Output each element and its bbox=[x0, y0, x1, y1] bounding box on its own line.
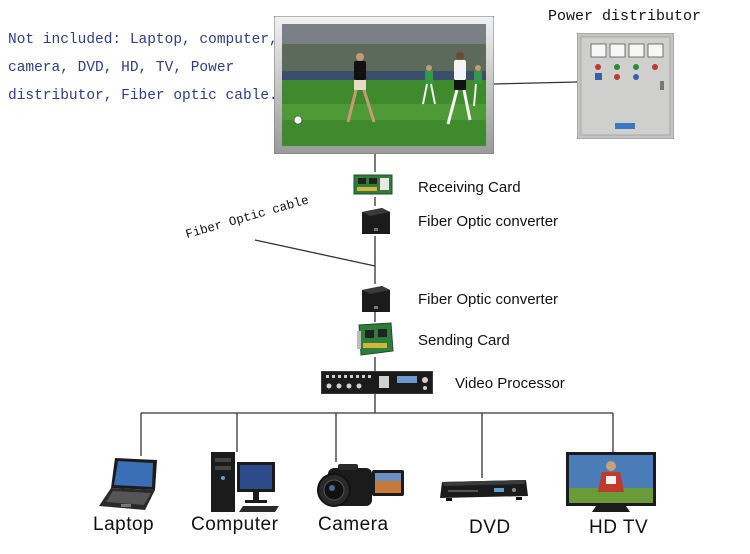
sending-card-image bbox=[357, 322, 394, 356]
receiving-card-image bbox=[353, 174, 393, 195]
dvd-player-image bbox=[440, 480, 528, 501]
power-distributor-cabinet bbox=[577, 33, 674, 139]
computer-image bbox=[211, 452, 279, 512]
note-line-3: distributor, Fiber optic cable. bbox=[8, 88, 278, 104]
not-included-note: Not included: Laptop, computer, camera, … bbox=[8, 26, 278, 110]
video-processor-label: Video Processor bbox=[455, 375, 565, 392]
source-label-camera: Camera bbox=[318, 514, 389, 535]
source-label-computer: Computer bbox=[191, 514, 279, 535]
laptop-image bbox=[99, 458, 157, 510]
power-distributor-label: Power distributor bbox=[548, 8, 702, 25]
hd-tv-image bbox=[566, 452, 656, 512]
fiber-optic-converter-top-label: Fiber Optic converter bbox=[418, 213, 559, 230]
fiber-optic-converter-top-image bbox=[362, 208, 390, 234]
receiving-card-label: Receiving Card bbox=[418, 179, 521, 196]
video-processor-image bbox=[321, 371, 433, 394]
fiber-optic-converter-bottom-image bbox=[362, 286, 390, 312]
note-line-1: Not included: Laptop, computer, bbox=[8, 32, 278, 48]
note-line-2: camera, DVD, HD, TV, Power bbox=[8, 60, 235, 76]
source-label-hd-tv: HD TV bbox=[589, 517, 649, 538]
camera-image bbox=[317, 464, 404, 507]
source-label-laptop: Laptop bbox=[93, 514, 155, 535]
sending-card-label: Sending Card bbox=[418, 332, 510, 349]
led-display-screen bbox=[274, 16, 494, 154]
source-label-dvd: DVD bbox=[469, 517, 511, 538]
fiber-optic-converter-bottom-label: Fiber Optic converter bbox=[418, 291, 559, 308]
